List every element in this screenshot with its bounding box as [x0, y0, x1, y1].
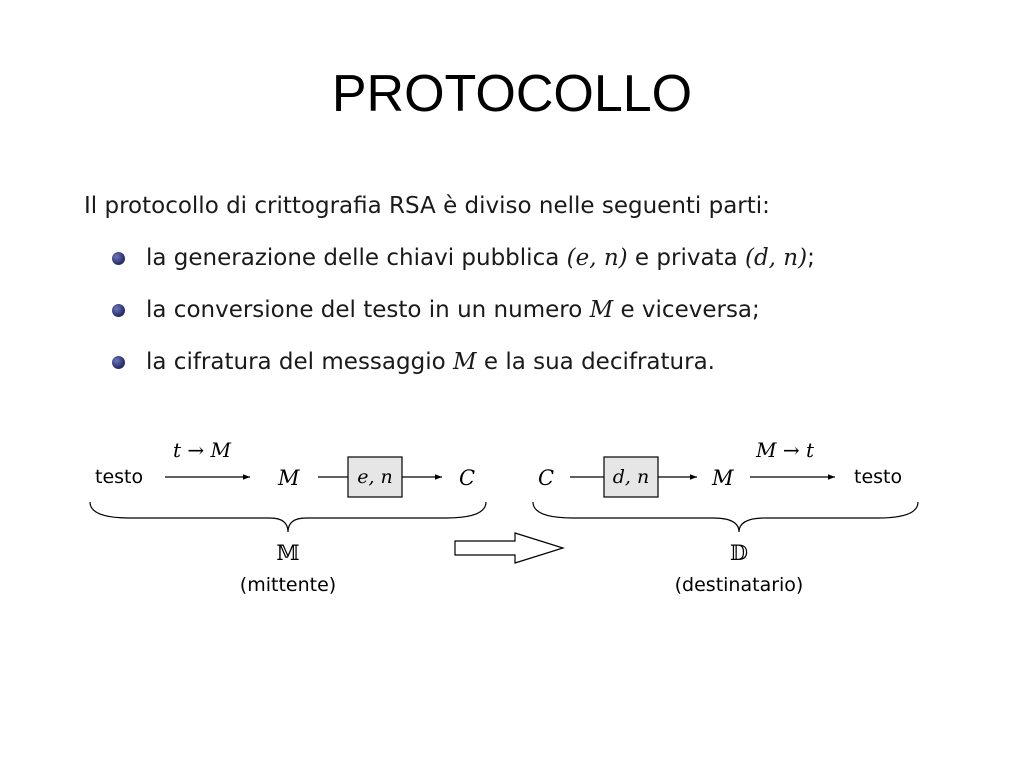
bullet-dot-icon	[112, 304, 125, 317]
sender-role: (mittente)	[240, 574, 336, 596]
bullet-text: e la sua decifratura.	[476, 349, 715, 375]
bullet-dot-icon	[112, 356, 125, 369]
bullet-key-generation: la generazione delle chiavi pubblica (e,…	[112, 240, 815, 292]
sender-set-symbol: 𝕄	[276, 541, 299, 565]
slide-title: PROTOCOLLO	[331, 65, 693, 123]
bullet-text: e viceversa;	[613, 297, 760, 323]
intro-text: Il protocollo di crittografia RSA è divi…	[84, 193, 770, 219]
sender-message: M	[277, 466, 300, 490]
sender-cipher: C	[459, 466, 475, 490]
receiver-role: (destinatario)	[675, 574, 804, 596]
receiver-brace	[532, 501, 919, 533]
bullet-text: la cifratura del messaggio	[146, 349, 453, 375]
sender-conversion-label: t → M	[173, 438, 232, 462]
bullet-text-conversion: la conversione del testo in un numero M …	[112, 292, 815, 344]
rsa-flow-diagram: testo t → M M e, n C 𝕄 (mittente) C d, n…	[89, 438, 919, 596]
sender-input-text: testo	[95, 466, 143, 488]
private-key-label: d, n	[613, 466, 649, 488]
receiver-set-symbol: 𝔻	[730, 541, 748, 565]
receiver-conversion-label: M → t	[755, 438, 815, 462]
receiver-output-text: testo	[854, 466, 902, 488]
private-key-math: (d, n)	[744, 245, 808, 271]
sender-brace	[89, 501, 487, 533]
message-math: M	[452, 349, 477, 375]
public-key-math: (e, n)	[566, 245, 628, 271]
bullet-text: la generazione delle chiavi pubblica	[146, 245, 567, 271]
bullet-text: la conversione del testo in un numero	[146, 297, 590, 323]
receiver-cipher: C	[538, 466, 554, 490]
bullet-text: e privata	[627, 245, 745, 271]
receiver-message: M	[711, 466, 734, 490]
bullet-encryption: la cifratura del messaggio M e la sua de…	[112, 344, 815, 396]
bullet-dot-icon	[112, 252, 125, 265]
private-key-box	[603, 456, 659, 498]
public-key-label: e, n	[357, 466, 393, 488]
bullet-text: ;	[807, 245, 815, 271]
message-math: M	[589, 297, 614, 323]
bullet-list: la generazione delle chiavi pubblica (e,…	[112, 240, 815, 396]
transfer-arrow-icon	[454, 532, 566, 564]
